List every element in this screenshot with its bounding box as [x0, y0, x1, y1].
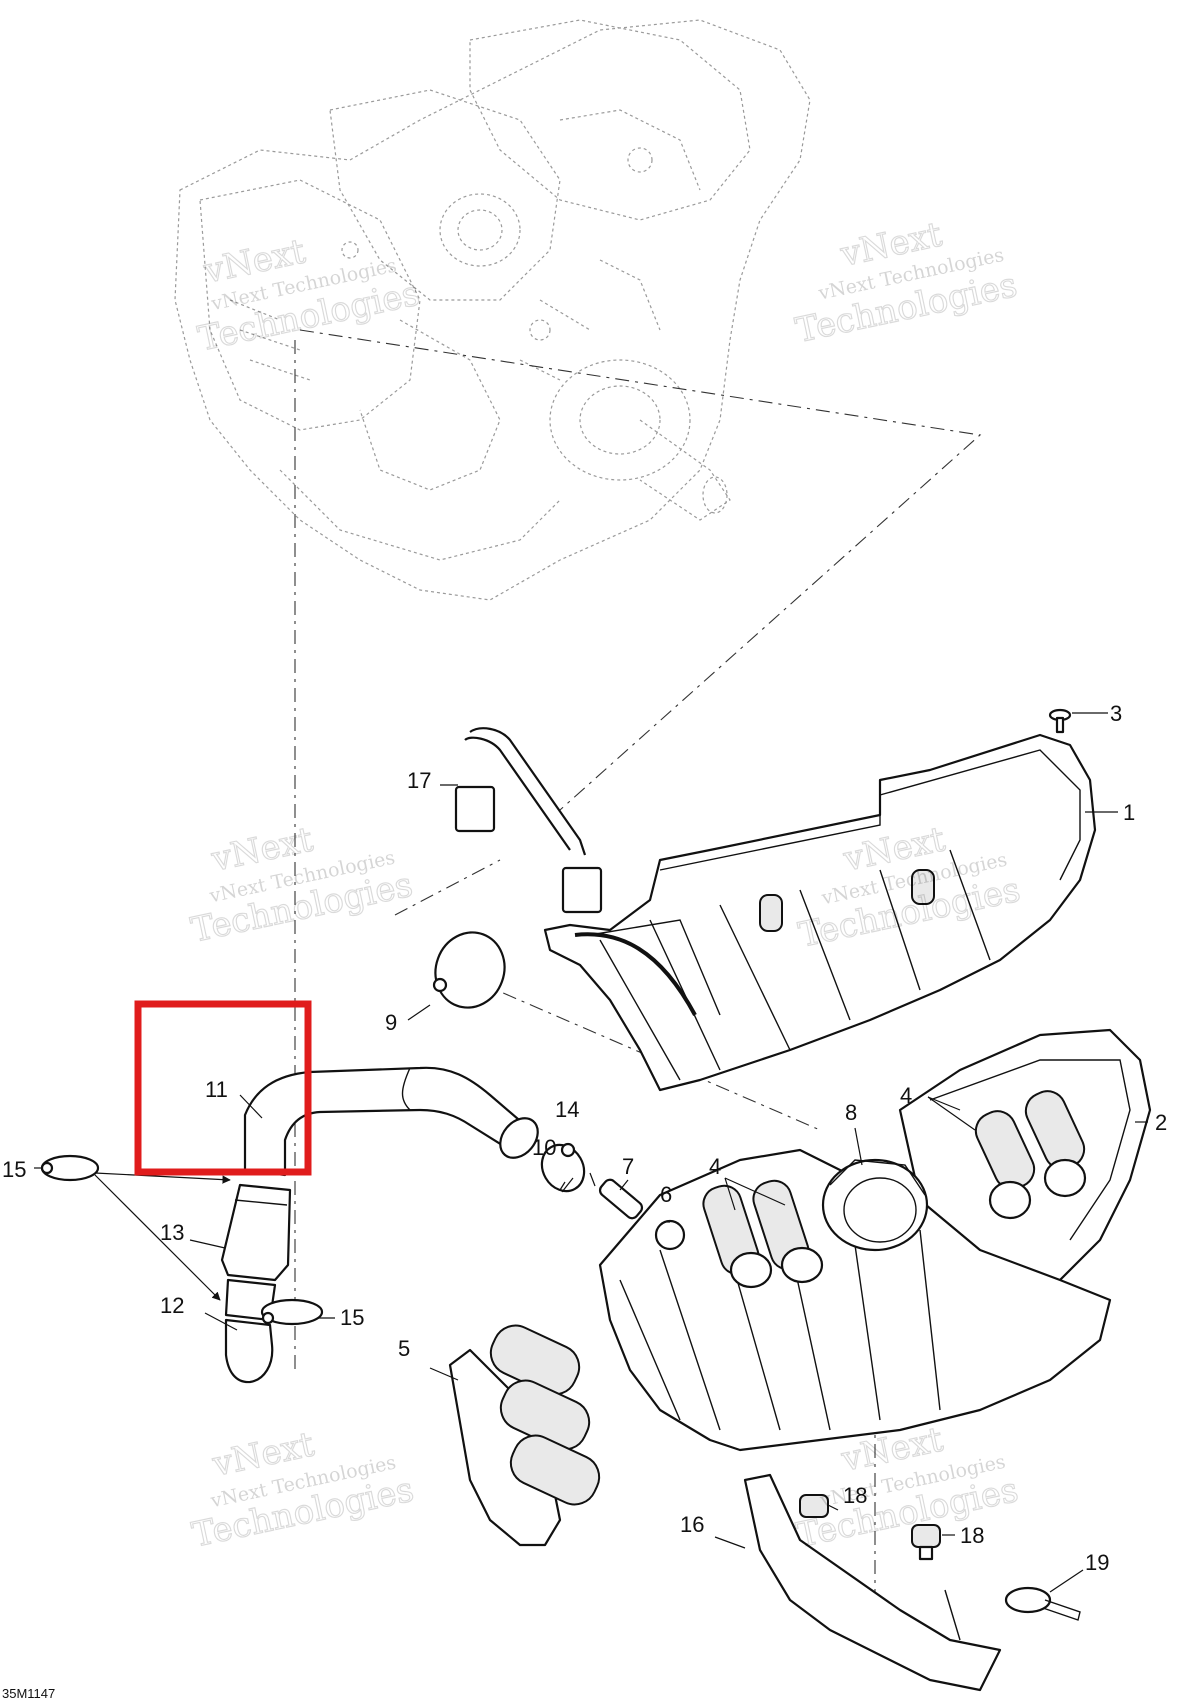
callout-7: 7: [622, 1154, 634, 1179]
callout-3: 3: [1110, 701, 1122, 726]
part-2-lower-housing: [898, 1028, 1152, 1292]
callout-18-b: 18: [960, 1523, 984, 1548]
callout-12: 12: [160, 1293, 184, 1318]
callout-5: 5: [398, 1336, 410, 1361]
part-19-cable-tie: [1004, 1586, 1081, 1621]
leader-lines: [34, 712, 1148, 1593]
part-11-air-duct: [243, 1066, 539, 1177]
callout-16: 16: [680, 1512, 704, 1537]
part-9-clamp: [432, 931, 506, 1009]
part-8-coupler: [821, 1158, 929, 1252]
callout-15-right: 15: [340, 1305, 364, 1330]
part-5-filter-element: [448, 1324, 601, 1547]
part-16-bracket: [743, 1473, 1002, 1692]
callout-15-left: 15: [2, 1157, 26, 1182]
part-6-grommet: [654, 1219, 686, 1251]
callout-4-upper: 4: [900, 1083, 912, 1108]
callout-19: 19: [1085, 1550, 1109, 1575]
callout-11: 11: [205, 1077, 228, 1102]
part-3-screw: [1048, 708, 1072, 734]
callout-13: 13: [160, 1220, 184, 1245]
callout-17: 17: [407, 768, 431, 793]
part-15-clamp-right: [260, 1298, 324, 1326]
part-7-fitting: [598, 1178, 644, 1220]
callout-18-a: 18: [843, 1483, 867, 1508]
part-15-clamp-left: [40, 1154, 100, 1182]
callout-10: 10: [532, 1135, 556, 1160]
part-14-clamp: [540, 1142, 586, 1193]
part-12-elbow: [224, 1318, 274, 1384]
alignment-lines: [294, 329, 982, 1600]
callout-2: 2: [1155, 1110, 1167, 1135]
callout-6: 6: [660, 1182, 672, 1207]
part-18-bumper-a: [799, 1494, 829, 1518]
watermark-mid-left: vNext vNext Technologies Technologies: [187, 819, 417, 951]
callout-labels: 1 2 3 4 4 5 6 7 8 9 10 11 12 13 14 15 15…: [2, 701, 1167, 1575]
diagram-code: 35M1147: [2, 1686, 55, 1701]
part-13-silencer: [220, 1183, 292, 1322]
callout-4-lower: 4: [709, 1154, 721, 1179]
part-10-intake-housing: [598, 1148, 1112, 1452]
callout-14: 14: [555, 1097, 579, 1122]
callout-8: 8: [845, 1100, 857, 1125]
watermark-bottom-left: vNext vNext Technologies Technologies: [188, 1424, 418, 1556]
part-1-airbox-cover: [543, 733, 1097, 1092]
callout-9: 9: [385, 1010, 397, 1035]
highlight-box-part-11: [134, 1000, 312, 1176]
engine-ghost-illustration: [174, 19, 811, 601]
part-18-bumper-b: [911, 1524, 941, 1561]
callout-1: 1: [1123, 800, 1135, 825]
watermark-top-right: vNext vNext Technologies Technologies: [792, 214, 1022, 352]
part-17-strap: [454, 727, 603, 914]
